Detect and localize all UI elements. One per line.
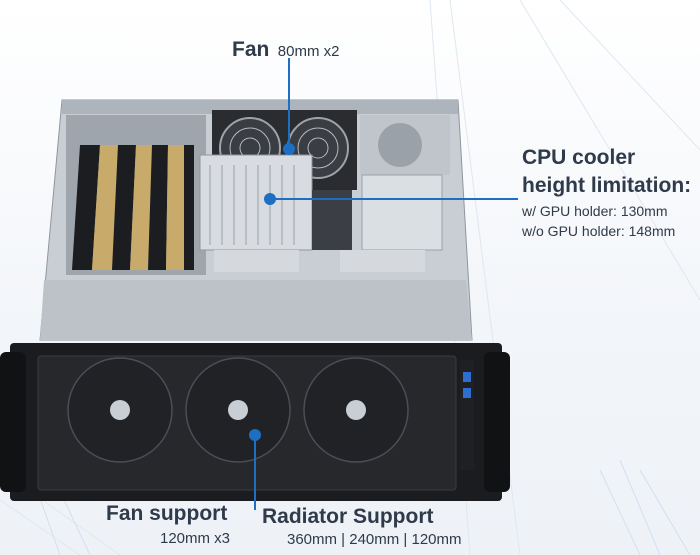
radiator-callout-line [254, 434, 256, 510]
cpu-cooler-gpu-holder: w/ GPU holder: 130mm [522, 203, 668, 219]
radiator-support-title: Radiator Support [262, 505, 434, 528]
fan-label: Fan 80mm x2 [232, 38, 339, 62]
fan-callout-line [288, 58, 290, 150]
fan-spec: 80mm x2 [277, 43, 340, 60]
gpu-cards [72, 145, 194, 270]
cpu-cooler-no-gpu-holder: w/o GPU holder: 148mm [522, 223, 676, 239]
fan-support-spec: 120mm x3 [160, 530, 231, 547]
cpu-cooler-title-line1: CPU cooler [522, 146, 636, 169]
fan-title: Fan [232, 38, 270, 61]
cpu-callout-dot [264, 193, 276, 205]
radiator-support-spec: 360mm | 240mm | 120mm [287, 531, 462, 548]
fan-support-title: Fan support [106, 502, 228, 525]
fan-callout-dot [283, 143, 295, 155]
radiator-callout-dot [249, 429, 261, 441]
cpu-callout-line [270, 198, 518, 200]
cpu-cooler-title-line2: height limitation: [522, 174, 692, 197]
